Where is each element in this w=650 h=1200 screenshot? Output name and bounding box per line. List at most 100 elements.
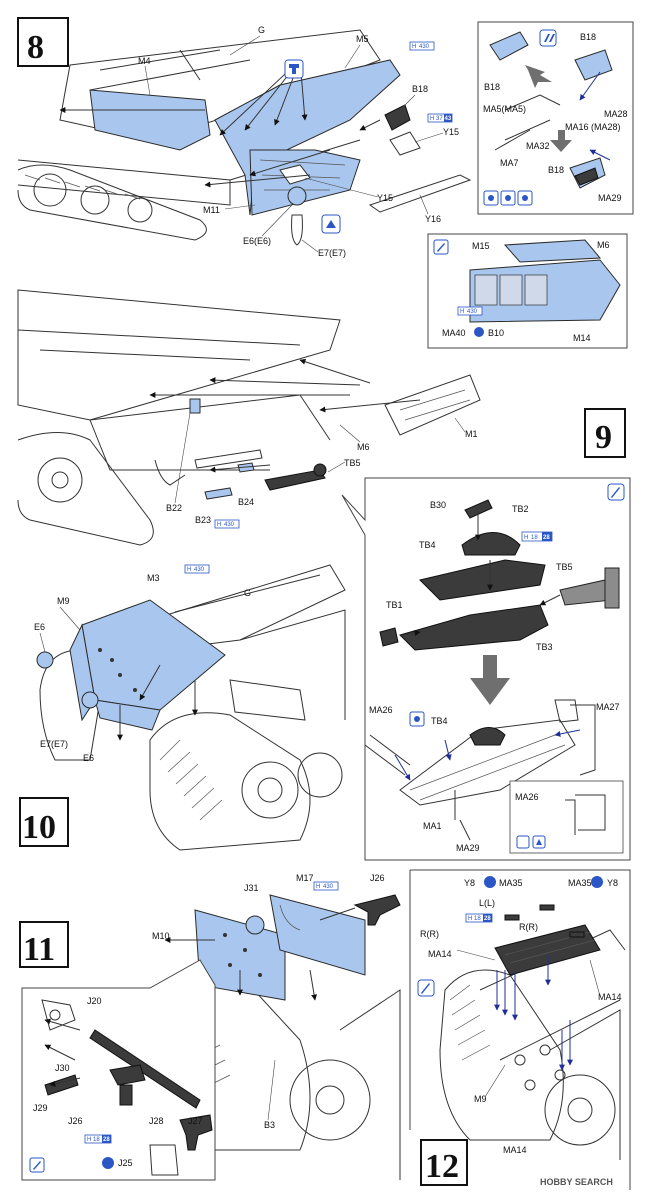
svg-text:M6: M6 <box>597 240 610 250</box>
callout-mg: H 18 28 J20 J30 J29 J26 J28 J27 J25 <box>21 959 216 1181</box>
part-y16 <box>368 174 472 213</box>
svg-text:M5: M5 <box>356 34 369 44</box>
svg-text:MA35: MA35 <box>499 878 523 888</box>
step-8-area: 8 <box>17 17 634 258</box>
svg-text:M10: M10 <box>152 931 170 941</box>
step-8-box <box>17 17 69 67</box>
svg-text:E7(E7): E7(E7) <box>318 248 346 258</box>
h-ref-430-step11: H 430 <box>313 881 339 891</box>
hull-drawing-step9 <box>17 289 341 546</box>
part-m9-side <box>94 699 161 731</box>
svg-text:H: H <box>468 916 472 922</box>
part-ma35-b <box>539 904 555 911</box>
part-tb5-small <box>264 469 326 491</box>
svg-text:B24: B24 <box>238 497 254 507</box>
glue-icon-ma26 <box>516 835 530 849</box>
part-b23 <box>204 487 233 500</box>
svg-text:R(R): R(R) <box>420 929 439 939</box>
step-10-number: 10 <box>22 809 56 846</box>
part-m1 <box>384 374 481 436</box>
part-e6-hook <box>287 186 307 206</box>
h-ref-430-b23: H 430 <box>214 519 240 529</box>
svg-text:430: 430 <box>419 44 430 50</box>
svg-text:TB3: TB3 <box>536 642 553 652</box>
svg-text:B23: B23 <box>195 515 211 525</box>
part-m17-plate <box>269 894 366 976</box>
svg-text:J31: J31 <box>244 883 259 893</box>
step-8-number: 8 <box>27 29 44 66</box>
svg-text:MA16 (MA28): MA16 (MA28) <box>565 122 621 132</box>
svg-text:TB4: TB4 <box>419 540 436 550</box>
svg-text:E6: E6 <box>83 753 94 763</box>
part-j26-top <box>353 894 401 926</box>
svg-text:430: 430 <box>323 884 334 890</box>
part-j26-mount <box>109 1064 146 1086</box>
svg-text:Y15: Y15 <box>377 193 393 203</box>
svg-text:H: H <box>87 1137 91 1143</box>
h-ref-430-m6: H 430 <box>457 306 483 316</box>
svg-text:M9: M9 <box>474 1094 487 1104</box>
svg-text:MA14: MA14 <box>428 949 452 959</box>
svg-text:B18: B18 <box>580 32 596 42</box>
svg-text:TB1: TB1 <box>386 600 403 610</box>
svg-text:M17: M17 <box>296 873 314 883</box>
svg-text:E6: E6 <box>34 622 45 632</box>
step-10-area: H 430 M3 G M9 E6 E7(E7) E6 10 <box>19 564 346 851</box>
part-m11-plate <box>249 149 361 216</box>
svg-text:MA29: MA29 <box>456 843 480 853</box>
svg-text:M1: M1 <box>465 429 478 439</box>
symmetric-icon-ma40 <box>474 327 484 337</box>
symmetric-icon-y8-right <box>591 876 603 888</box>
svg-text:B10: B10 <box>488 328 504 338</box>
svg-text:M14: M14 <box>573 333 591 343</box>
svg-text:18: 18 <box>93 1137 100 1143</box>
svg-text:E6(E6): E6(E6) <box>243 236 271 246</box>
svg-text:28: 28 <box>484 916 491 922</box>
step-12-number: 12 <box>425 1148 459 1185</box>
part-tb1 <box>379 627 399 647</box>
h-ref-37-43: H 37 43 <box>427 113 453 123</box>
part-b18-small <box>384 104 411 131</box>
svg-text:H: H <box>217 522 221 528</box>
svg-text:J27: J27 <box>188 1116 203 1126</box>
part-e6-right <box>81 691 99 709</box>
h-ref-18-28-step12: H 18 28 <box>465 913 493 923</box>
svg-text:MA28: MA28 <box>604 109 628 119</box>
svg-text:B22: B22 <box>166 503 182 513</box>
svg-text:J26: J26 <box>370 873 385 883</box>
svg-text:430: 430 <box>194 567 205 573</box>
svg-text:Y8: Y8 <box>464 878 475 888</box>
h-ref-18-28: H 18 28 <box>521 531 553 542</box>
svg-text:MA40: MA40 <box>442 328 466 338</box>
part-y15-a <box>389 131 421 156</box>
blue-pin-arrows <box>494 955 573 1071</box>
step-11-area: 11 H 430 J31 M17 J26 M10 B3 <box>19 873 401 1181</box>
callout-tb-assembly: H 18 28 B30 TB2 TB4 TB5 TB1 TB3 MA26 TB4 <box>341 477 631 861</box>
svg-text:J20: J20 <box>87 996 102 1006</box>
svg-text:MA1: MA1 <box>423 821 442 831</box>
svg-text:J30: J30 <box>55 1063 70 1073</box>
svg-text:18: 18 <box>531 535 538 541</box>
svg-text:MA26: MA26 <box>515 792 539 802</box>
part-j25 <box>149 1144 179 1176</box>
step-9-area: H 430 M6 M1 TB5 B22 B23 B24 9 <box>17 289 626 546</box>
svg-text:G: G <box>244 588 251 598</box>
svg-text:M15: M15 <box>472 241 490 251</box>
symmetric-icon-j25 <box>102 1157 114 1169</box>
svg-text:MA26: MA26 <box>369 705 393 715</box>
svg-text:M6: M6 <box>357 442 370 452</box>
part-j27 <box>179 1114 213 1151</box>
svg-text:H: H <box>187 567 191 573</box>
symmetric-icon-y8-left <box>484 876 496 888</box>
svg-text:B3: B3 <box>264 1120 275 1130</box>
svg-text:J25: J25 <box>118 1158 133 1168</box>
svg-text:43: 43 <box>445 116 452 122</box>
part-j31 <box>245 915 265 935</box>
svg-text:18: 18 <box>474 916 481 922</box>
part-tb4-top <box>419 559 546 601</box>
step-9-box <box>584 408 626 458</box>
svg-text:M9: M9 <box>57 596 70 606</box>
svg-text:R(R): R(R) <box>519 922 538 932</box>
svg-text:M4: M4 <box>138 56 151 66</box>
